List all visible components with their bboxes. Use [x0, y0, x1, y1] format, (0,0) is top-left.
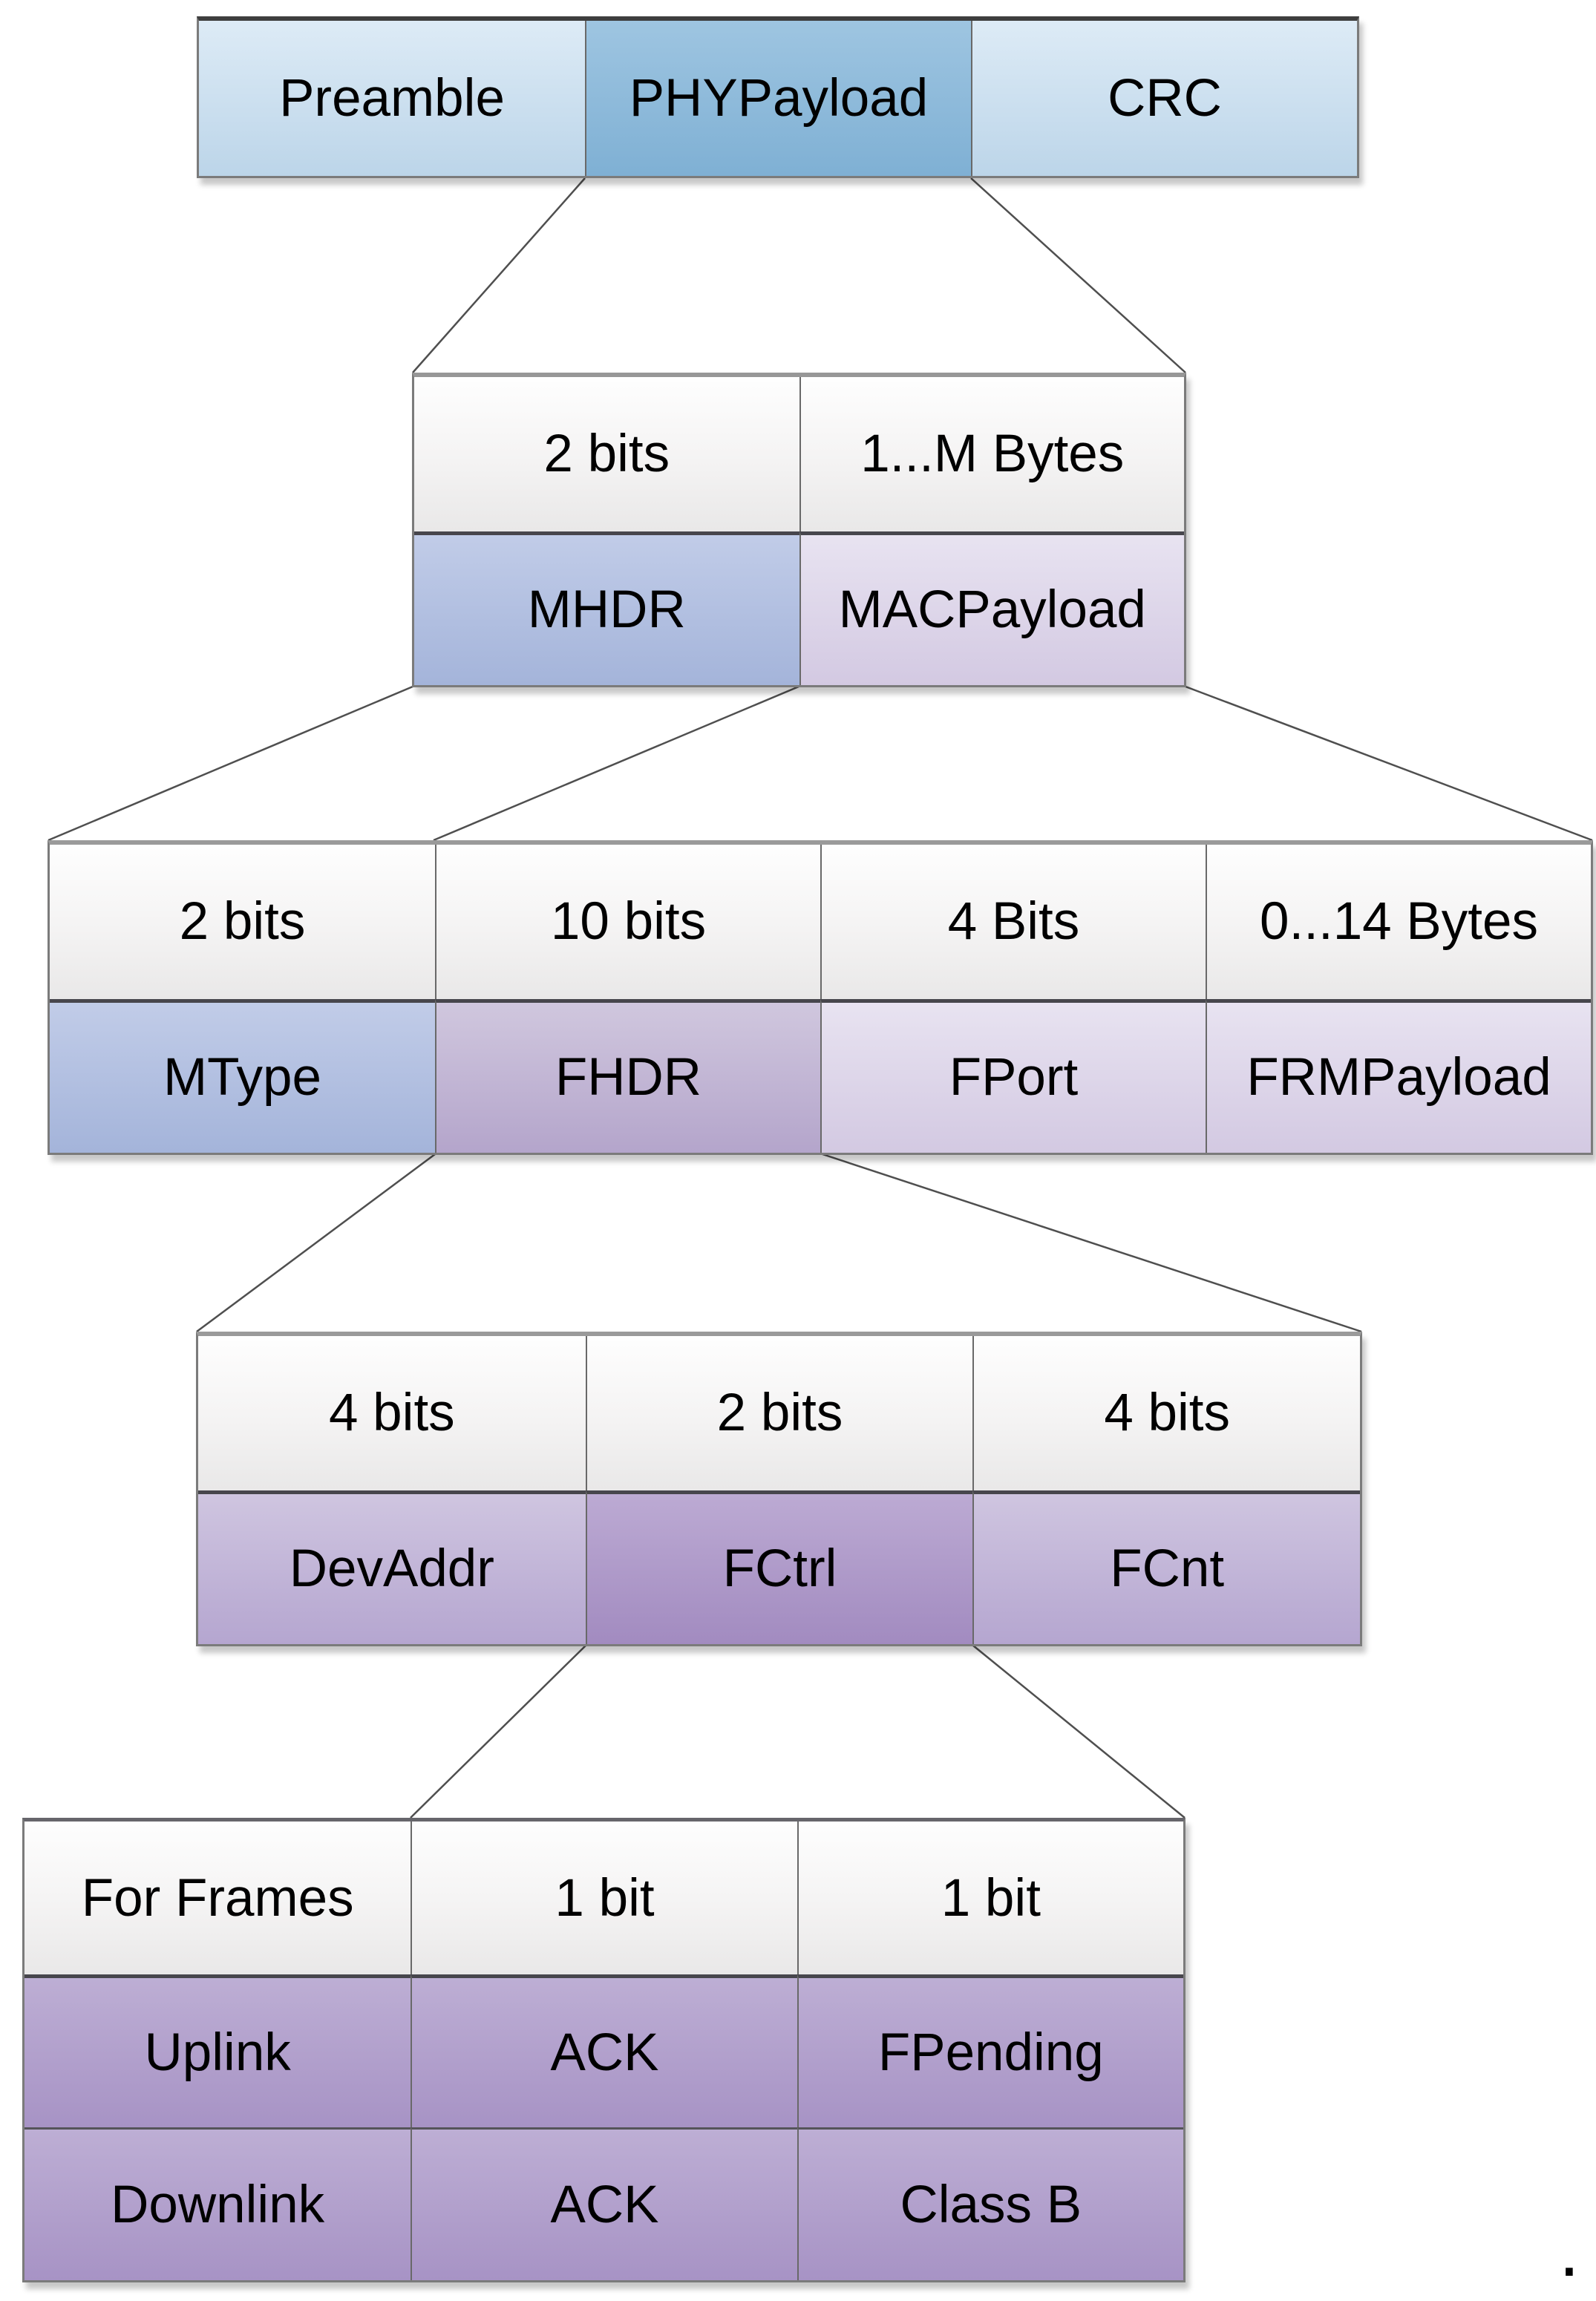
cell-fhdr: FHDR [435, 998, 820, 1153]
connector-mhdr-macpayload [433, 685, 799, 842]
cell-mtype: MType [50, 998, 435, 1153]
cell-fcnt: FCnt [972, 1490, 1360, 1644]
cell-phypayload: PHYPayload [585, 21, 971, 176]
mac-frame-table: 2 bits 1...M Bytes MHDR MACPayload [412, 373, 1186, 687]
cell-macpayload: MACPayload [799, 531, 1184, 685]
connector-mhdr-left [48, 685, 413, 842]
cell-fctrl-size: 2 bits [585, 1336, 973, 1490]
macpayload-table: 2 bits 10 bits 4 Bits 0...14 Bytes MType… [48, 840, 1593, 1155]
cell-uplink: Uplink [24, 1974, 411, 2127]
connector-phypayload-left [412, 177, 586, 373]
cell-fpending-size: 1 bit [797, 1822, 1183, 1974]
cell-devaddr-size: 4 bits [198, 1336, 586, 1490]
cell-fctrl: FCtrl [585, 1490, 973, 1644]
fhdr-table: 4 bits 2 bits 4 bits DevAddr FCtrl FCnt [196, 1332, 1362, 1646]
connector-fctrl-right [972, 1645, 1185, 1819]
connector-fctrl-left [410, 1645, 586, 1819]
cell-mhdr: MHDR [414, 531, 799, 685]
cell-ack-size: 1 bit [411, 1822, 797, 1974]
cell-devaddr: DevAddr [198, 1490, 586, 1644]
cell-mhdr-size: 2 bits [414, 377, 799, 531]
cell-uplink-ack: ACK [411, 1974, 797, 2127]
connector-macpayload-right [1185, 685, 1593, 842]
caption-period: . [1559, 2209, 1580, 2292]
cell-fcnt-size: 4 bits [972, 1336, 1360, 1490]
cell-fpending: FPending [797, 1974, 1183, 2127]
phy-frame-table: Preamble PHYPayload CRC [197, 16, 1359, 178]
fctrl-table: For Frames 1 bit 1 bit Uplink ACK FPendi… [22, 1818, 1185, 2282]
cell-fhdr-size: 10 bits [435, 845, 820, 999]
cell-fport: FPort [820, 998, 1206, 1153]
cell-frmpayload: FRMPayload [1206, 998, 1591, 1153]
cell-mtype-size: 2 bits [50, 845, 435, 999]
cell-downlink: Downlink [24, 2127, 411, 2280]
cell-for-frames: For Frames [24, 1822, 411, 1974]
cell-crc: CRC [971, 21, 1357, 176]
connector-fhdr-left [196, 1153, 436, 1333]
cell-downlink-ack: ACK [411, 2127, 797, 2280]
cell-class-b: Class B [797, 2127, 1183, 2280]
cell-frmpayload-size: 0...14 Bytes [1206, 845, 1591, 999]
connector-fhdr-right [822, 1153, 1362, 1333]
cell-macpayload-size: 1...M Bytes [799, 377, 1184, 531]
cell-fport-size: 4 Bits [820, 845, 1206, 999]
connector-phypayload-right [970, 177, 1186, 373]
cell-preamble: Preamble [199, 21, 585, 176]
